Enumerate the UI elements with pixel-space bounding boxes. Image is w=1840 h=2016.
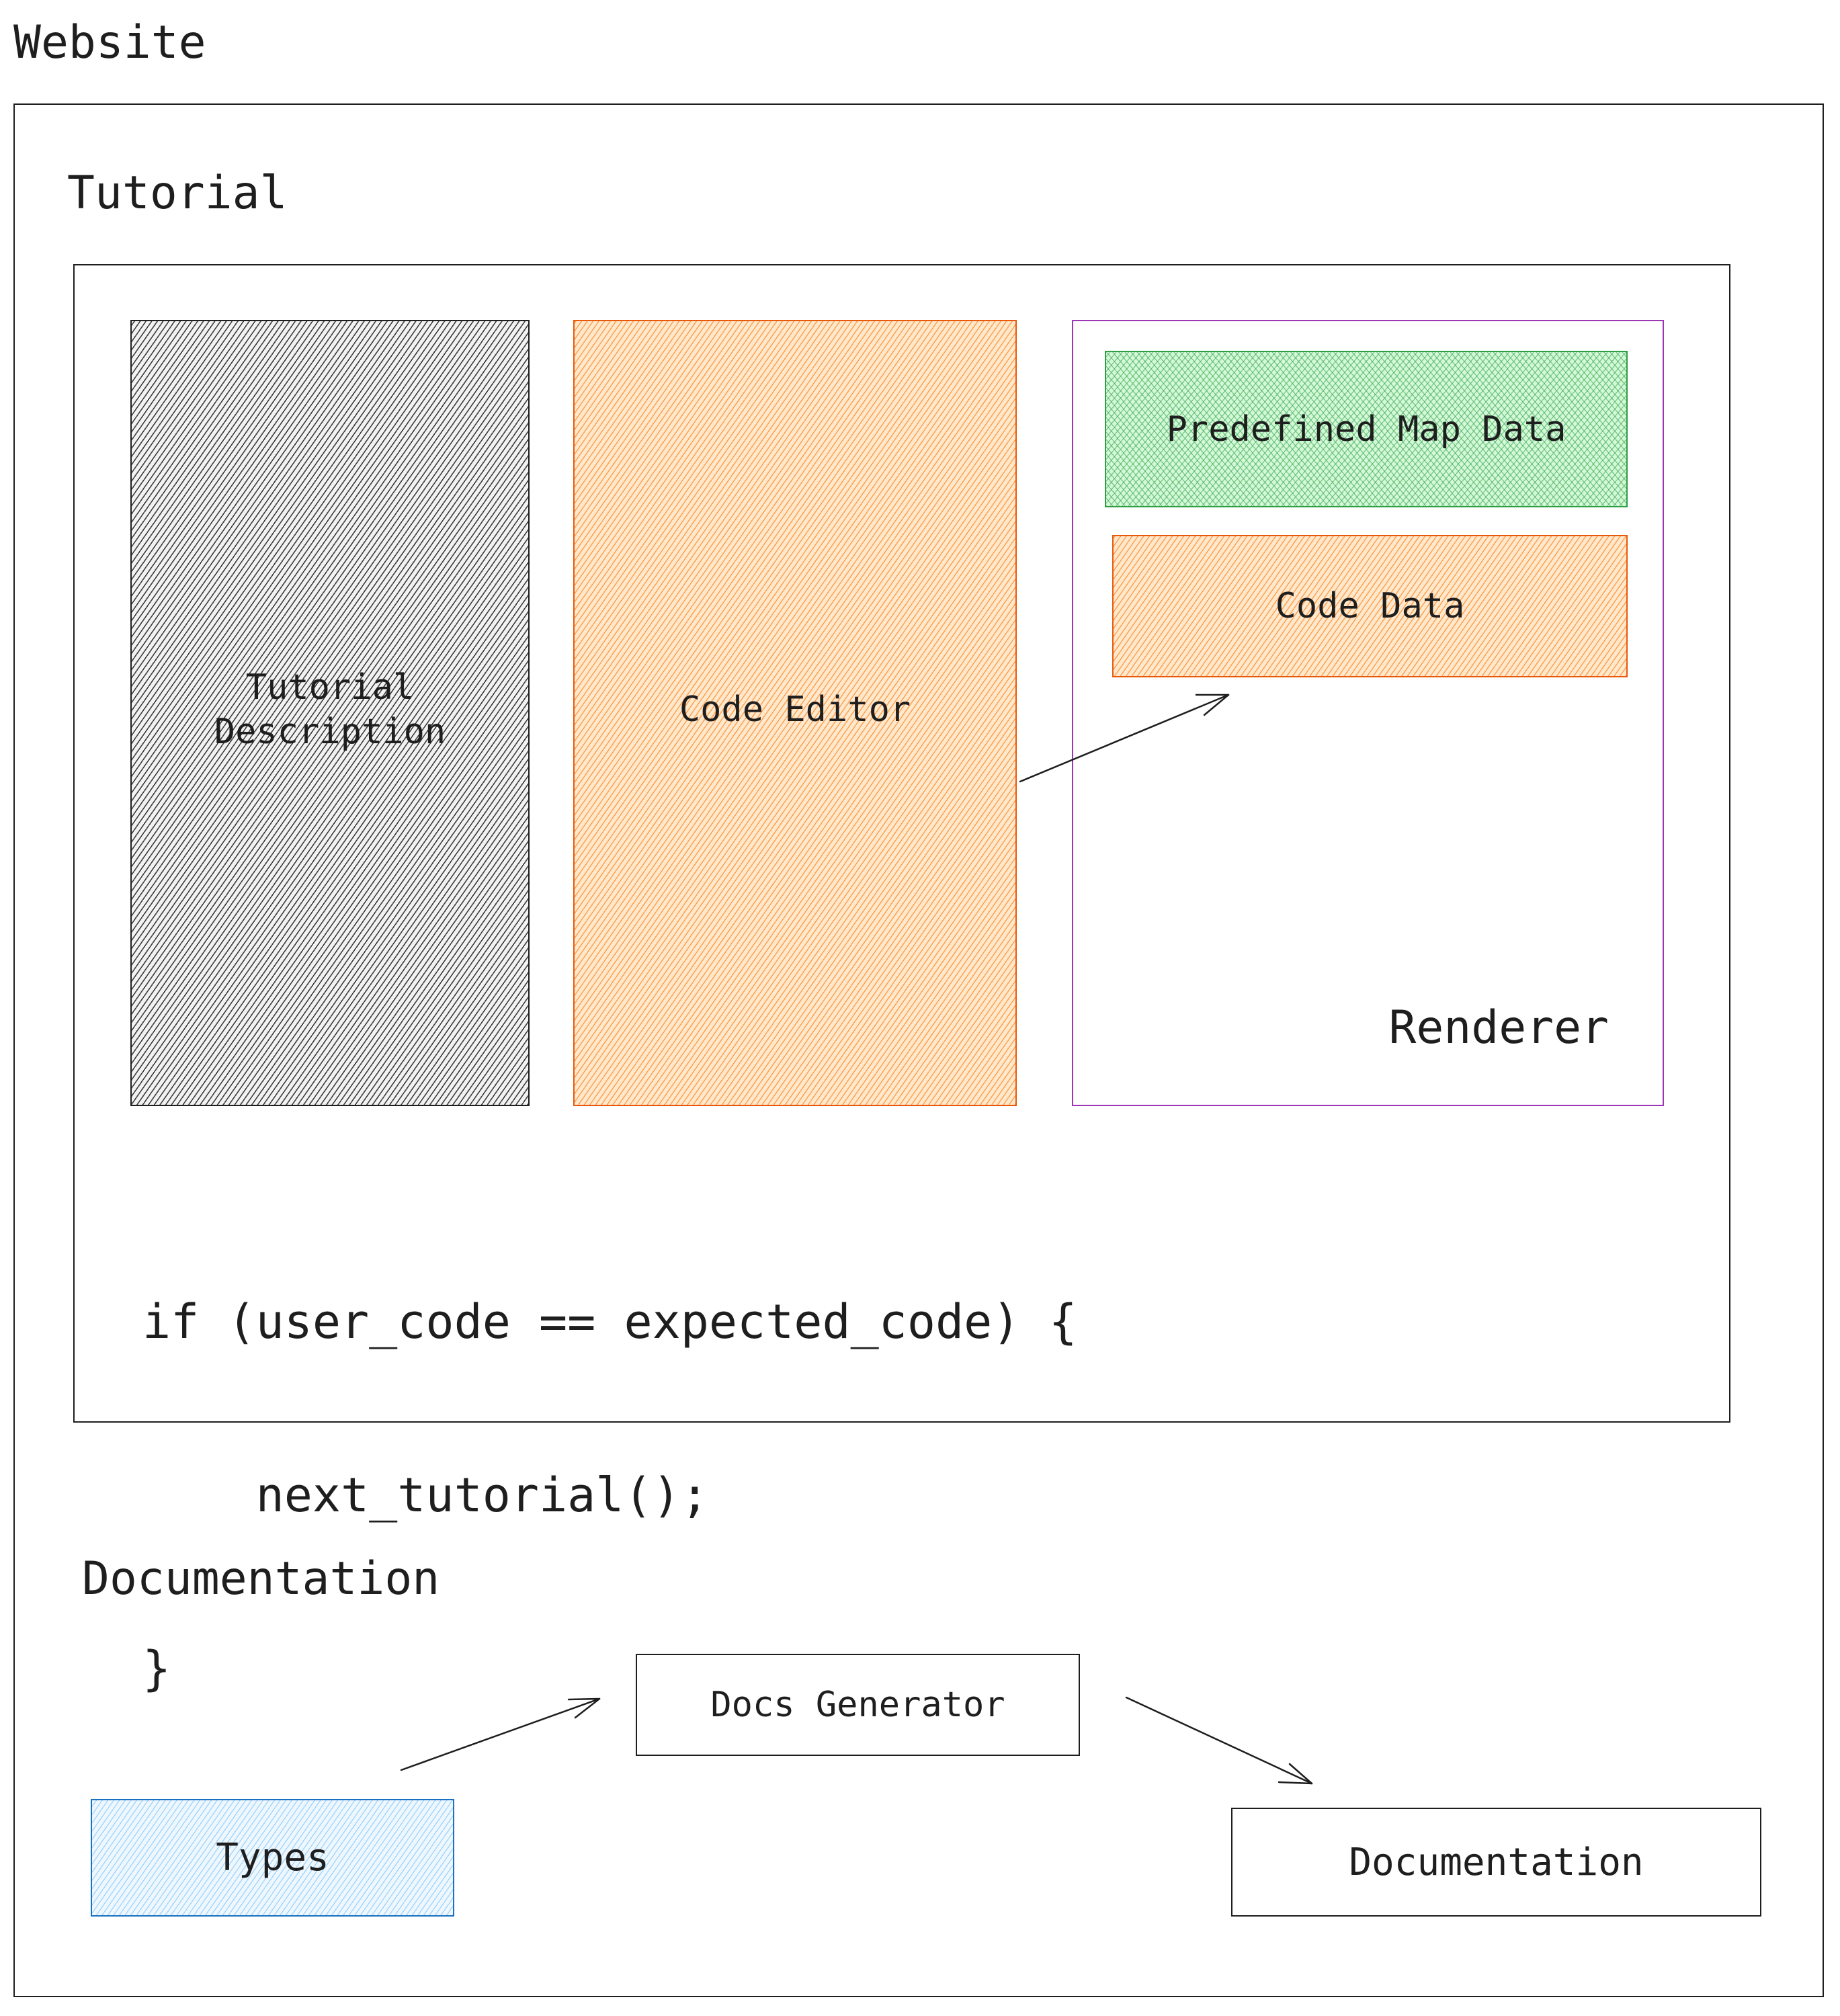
tutorial-description-box: Tutorial Description bbox=[130, 320, 530, 1106]
documentation-box-label: Documentation bbox=[1349, 1840, 1644, 1884]
docs-generator-box: Docs Generator bbox=[636, 1654, 1080, 1756]
predefined-map-data-box: Predefined Map Data bbox=[1105, 351, 1628, 507]
code-line-3: } bbox=[142, 1641, 171, 1696]
types-box: Types bbox=[91, 1799, 454, 1917]
code-editor-label: Code Editor bbox=[679, 689, 911, 730]
tutorial-title: Tutorial bbox=[67, 167, 288, 220]
code-line-2: next_tutorial(); bbox=[142, 1468, 709, 1523]
tutorial-container bbox=[73, 264, 1730, 1423]
code-data-box: Code Data bbox=[1112, 535, 1628, 677]
code-data-label: Code Data bbox=[1275, 586, 1465, 626]
types-label: Types bbox=[216, 1836, 329, 1880]
documentation-title: Documentation bbox=[82, 1552, 440, 1605]
predefined-map-data-label: Predefined Map Data bbox=[1166, 409, 1566, 450]
docs-generator-label: Docs Generator bbox=[710, 1685, 1005, 1725]
code-editor-box: Code Editor bbox=[573, 320, 1017, 1106]
code-line-1: if (user_code == expected_code) { bbox=[142, 1294, 1077, 1349]
website-container bbox=[13, 103, 1824, 1997]
website-title: Website bbox=[13, 16, 206, 69]
documentation-box: Documentation bbox=[1231, 1808, 1761, 1917]
tutorial-description-label: Tutorial Description bbox=[214, 667, 446, 752]
code-snippet: if (user_code == expected_code) { next_t… bbox=[142, 1177, 1077, 1755]
renderer-label: Renderer bbox=[1388, 1001, 1609, 1054]
